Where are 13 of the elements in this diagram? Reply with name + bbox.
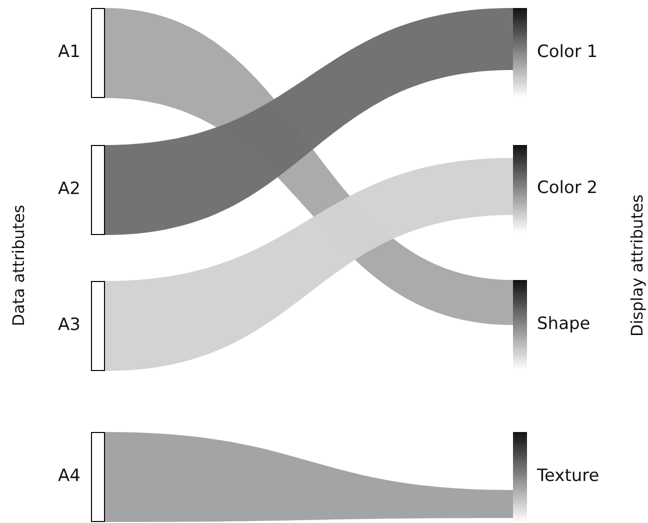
- attribute-label: A2: [58, 179, 80, 199]
- attribute-label: A4: [58, 466, 80, 486]
- attribute-label: A1: [58, 42, 80, 62]
- flow-band: [105, 432, 513, 522]
- attribute-label: Texture: [537, 466, 600, 486]
- attribute-label: Color 1: [537, 42, 598, 62]
- attribute-label: Color 2: [537, 178, 598, 198]
- axis-title: Display attributes: [628, 194, 647, 336]
- flow-band: [105, 8, 513, 235]
- axis-title: Data attributes: [8, 204, 28, 326]
- flow-band: [105, 158, 513, 371]
- attribute-label: Shape: [537, 314, 590, 334]
- attribute-label: A3: [58, 315, 80, 335]
